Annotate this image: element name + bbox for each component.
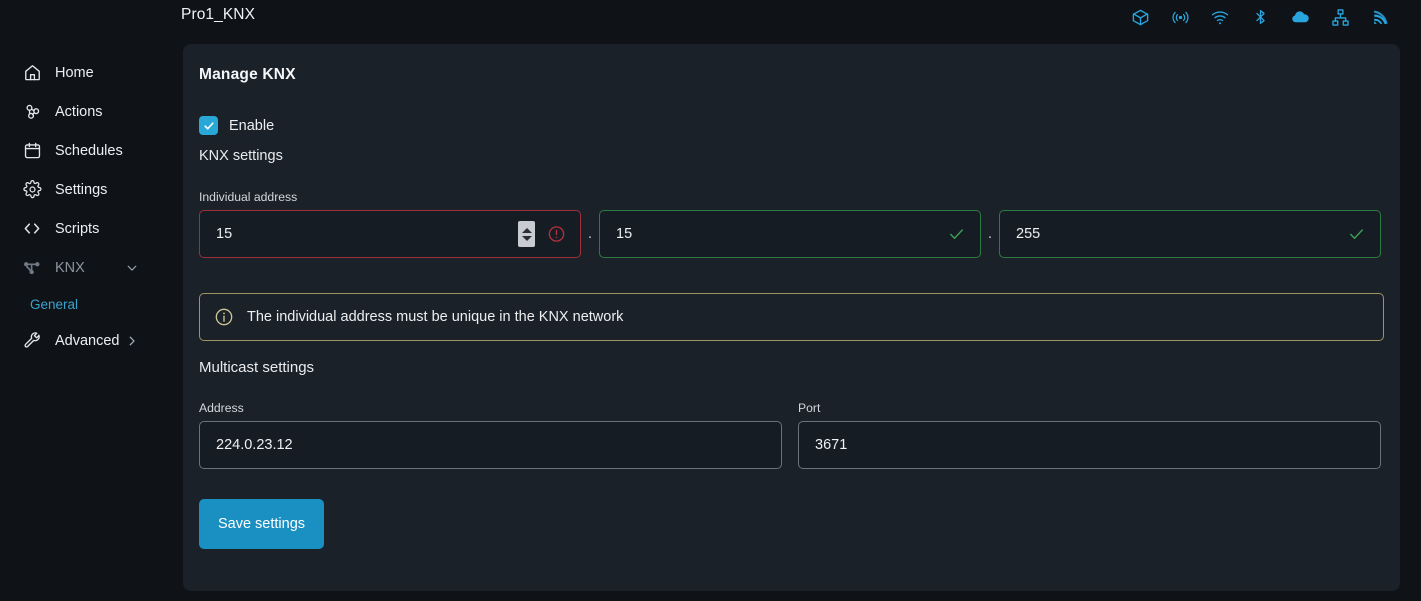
chevron-down-icon[interactable]	[125, 261, 139, 275]
sidebar-item-label: Settings	[55, 181, 108, 198]
sidebar-item-label: Actions	[55, 103, 103, 120]
stepper-up-icon[interactable]	[521, 227, 532, 233]
page-title: Pro1_KNX	[181, 6, 256, 23]
individual-address-part-2[interactable]: 15	[599, 210, 981, 258]
home-icon	[22, 63, 42, 83]
panel-title: Manage KNX	[199, 66, 296, 83]
multicast-settings-heading: Multicast settings	[199, 359, 315, 376]
individual-address-part-3[interactable]: 255	[999, 210, 1381, 258]
knx-settings-heading: KNX settings	[199, 148, 283, 164]
number-stepper[interactable]	[518, 221, 535, 247]
gear-icon	[22, 180, 42, 200]
sidebar-item-label: Home	[55, 64, 94, 81]
sidebar-item-label: Scripts	[55, 220, 100, 237]
save-settings-button[interactable]: Save settings	[199, 499, 324, 549]
wrench-icon	[22, 331, 42, 351]
sidebar-item-label: Schedules	[55, 142, 123, 159]
multicast-address-label: Address	[199, 401, 244, 415]
field-value: 3671	[815, 437, 848, 453]
info-circle-icon	[214, 307, 234, 327]
status-icon-tray	[1129, 6, 1391, 28]
individual-address-part-1[interactable]: 15	[199, 210, 581, 258]
sidebar-item-schedules[interactable]: Schedules	[0, 131, 183, 170]
cloud-icon[interactable]	[1289, 6, 1311, 28]
sidebar-item-scripts[interactable]: Scripts	[0, 209, 183, 248]
sidebar-item-label: Advanced	[55, 332, 120, 349]
manage-knx-panel: Manage KNX Enable KNX settings Individua…	[183, 44, 1400, 591]
chevron-right-icon[interactable]	[125, 334, 139, 348]
package-icon[interactable]	[1129, 6, 1151, 28]
bluetooth-icon[interactable]	[1249, 6, 1271, 28]
address-separator: .	[587, 225, 593, 242]
code-brackets-icon	[22, 219, 42, 239]
enable-row: Enable	[199, 116, 274, 135]
rf-signal-icon[interactable]	[1169, 6, 1191, 28]
field-value: 255	[1016, 226, 1041, 242]
sidebar-subitem-label: General	[30, 296, 79, 312]
network-nodes-icon	[22, 258, 42, 278]
individual-address-label: Individual address	[199, 190, 298, 204]
sidebar-item-home[interactable]: Home	[0, 53, 183, 92]
sidebar-item-actions[interactable]: Actions	[0, 92, 183, 131]
multicast-address-input[interactable]: 224.0.23.12	[199, 421, 782, 469]
sidebar-item-label: KNX	[55, 259, 85, 276]
sidebar: Home Actions Schedules	[0, 44, 183, 601]
multicast-port-label: Port	[798, 401, 821, 415]
check-icon	[1347, 225, 1366, 244]
field-value: 15	[216, 226, 233, 242]
ethernet-icon[interactable]	[1329, 6, 1351, 28]
check-icon	[947, 225, 966, 244]
address-separator: .	[987, 225, 993, 242]
info-alert: The individual address must be unique in…	[199, 293, 1384, 341]
enable-label: Enable	[229, 117, 275, 134]
sidebar-item-settings[interactable]: Settings	[0, 170, 183, 209]
stepper-down-icon[interactable]	[521, 235, 532, 241]
individual-address-row: 15 . 15	[199, 210, 1384, 258]
multicast-port-input[interactable]: 3671	[798, 421, 1381, 469]
field-value: 224.0.23.12	[216, 437, 293, 453]
broadcast-icon[interactable]	[1369, 6, 1391, 28]
calendar-icon	[22, 141, 42, 161]
actions-icon	[22, 102, 42, 122]
error-circle-icon	[547, 225, 566, 244]
sidebar-subitem-general[interactable]: General	[0, 287, 183, 321]
enable-checkbox[interactable]	[199, 116, 218, 135]
info-alert-text: The individual address must be unique in…	[247, 309, 624, 325]
wifi-icon[interactable]	[1209, 6, 1231, 28]
field-value: 15	[616, 226, 633, 242]
top-bar: Pro1_KNX	[0, 0, 1421, 44]
sidebar-item-advanced[interactable]: Advanced	[0, 321, 183, 360]
sidebar-item-knx[interactable]: KNX	[0, 248, 183, 287]
